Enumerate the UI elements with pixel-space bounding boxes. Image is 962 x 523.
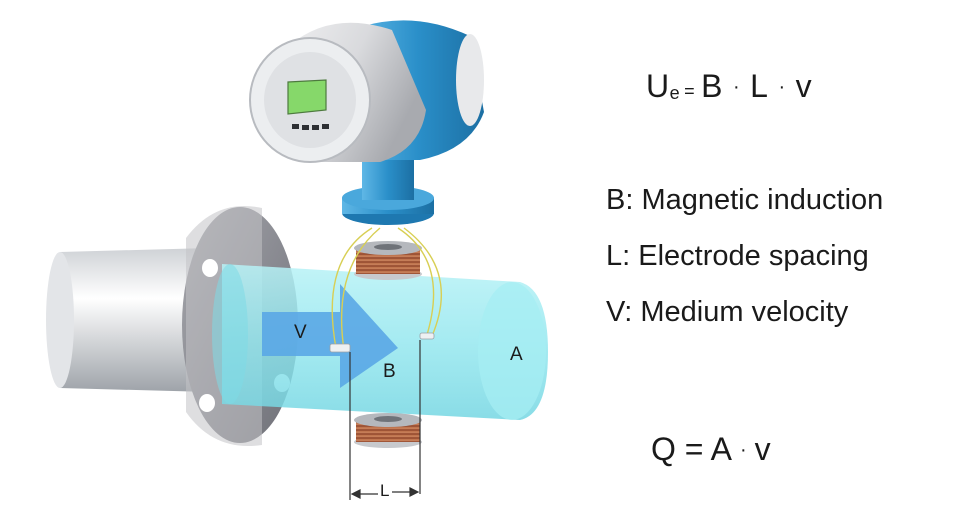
induced-voltage-formula: Ue=B · L · v	[646, 68, 812, 105]
velocity-label: V	[294, 322, 307, 343]
inlet-pipe	[46, 248, 210, 392]
formula-lhs: Q	[651, 431, 676, 467]
spacing-label: L	[380, 481, 390, 500]
formula-lhs-subscript: e	[669, 83, 681, 103]
legend-magnetic-induction: B: Magnetic induction	[606, 184, 884, 216]
lower-coil	[354, 413, 422, 448]
spacing-dimension	[349, 340, 421, 500]
formula-operator: ·	[778, 76, 786, 98]
electrodes	[329, 332, 435, 353]
cross-section-label: A	[510, 344, 523, 365]
formula-term: v	[754, 431, 771, 467]
magnetic-field-label: B	[383, 361, 396, 382]
velocity-arrow	[262, 284, 398, 388]
formula-term: L	[750, 68, 769, 104]
electrode-left	[329, 343, 351, 353]
bolt-hole	[199, 394, 215, 412]
upper-coil	[354, 241, 422, 280]
formula-term: A	[710, 431, 732, 467]
electrode-right	[419, 332, 435, 340]
formula-lhs: U	[646, 68, 670, 104]
formula-equals: =	[684, 81, 696, 101]
legend-medium-velocity: V: Medium velocity	[606, 296, 849, 328]
electrode-wires	[331, 227, 443, 351]
formula-operator: ·	[739, 439, 747, 461]
flow-rate-formula: Q = A · v	[651, 431, 771, 468]
transmitter-neck	[342, 160, 434, 225]
transmitter-housing	[249, 20, 484, 163]
bolt-hole	[202, 259, 218, 277]
formula-term: B	[701, 68, 723, 104]
legend-electrode-spacing: L: Electrode spacing	[606, 240, 869, 272]
keypad-buttons	[292, 124, 329, 130]
formula-equals: =	[684, 431, 704, 467]
formula-operator: ·	[732, 76, 741, 98]
formula-term: v	[795, 68, 813, 104]
display-screen	[287, 79, 327, 115]
